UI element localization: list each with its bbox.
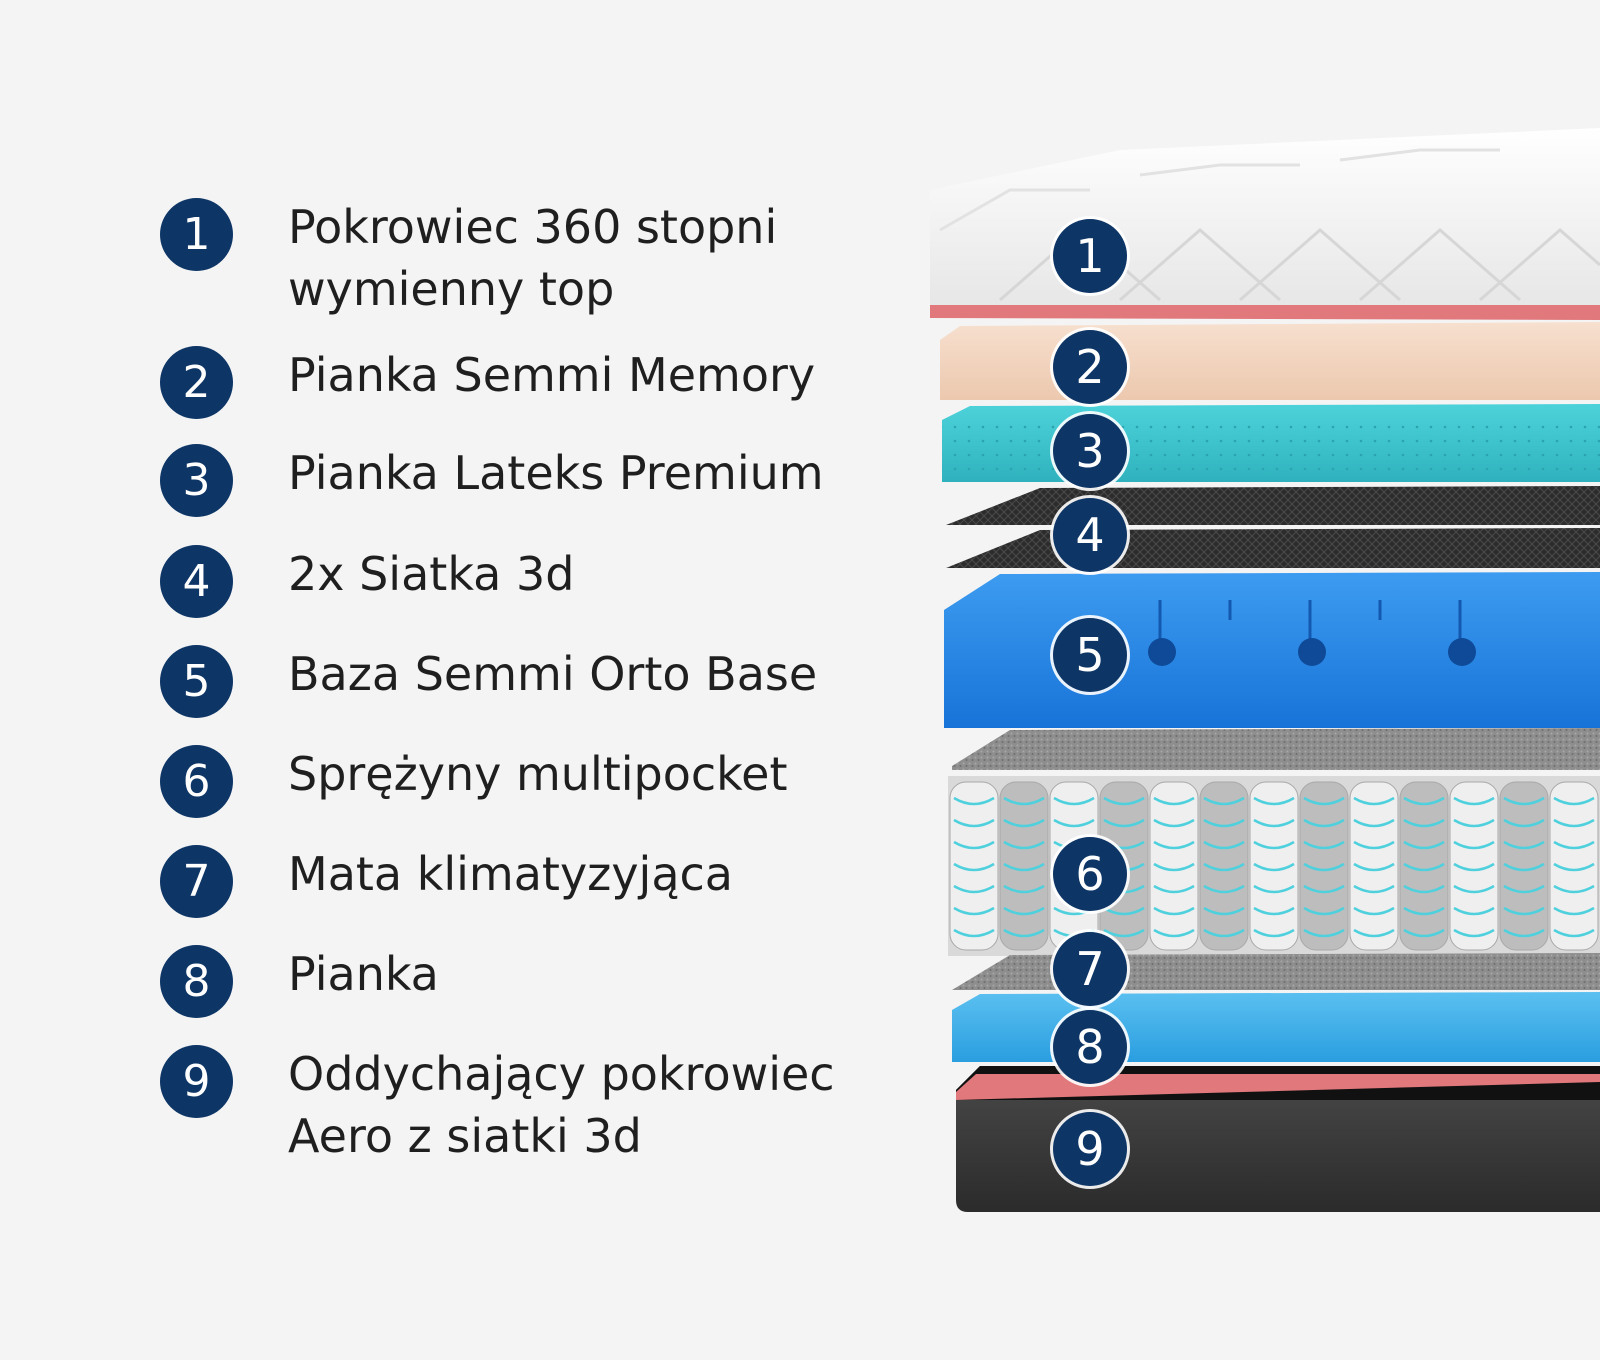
legend-label-line: Sprężyny multipocket bbox=[288, 747, 788, 801]
layer-8-foam bbox=[952, 992, 1600, 1062]
mattress-layers-illustration bbox=[930, 128, 1600, 1212]
legend-label: Pianka Lateks Premium bbox=[288, 442, 888, 504]
layer-4-mesh bbox=[946, 486, 1600, 568]
layer-9-bottom-cover bbox=[956, 1066, 1600, 1212]
layer-legend: 1 Pokrowiec 360 stopni wymienny top 2 Pi… bbox=[160, 196, 888, 1167]
spring-coil bbox=[1203, 796, 1245, 938]
layer-2-memory-foam bbox=[940, 322, 1600, 400]
legend-label: Pokrowiec 360 stopni wymienny top bbox=[288, 196, 888, 320]
legend-label: Mata klimatyzyjąca bbox=[288, 843, 888, 905]
legend-label-line: Pianka Lateks Premium bbox=[288, 446, 824, 500]
mattress-cross-section: 1 2 3 4 5 6 7 8 9 bbox=[920, 0, 1600, 1360]
layer-marker-9: 9 bbox=[1053, 1112, 1127, 1186]
number-badge: 2 bbox=[160, 346, 233, 419]
number-badge: 3 bbox=[160, 444, 233, 517]
legend-label-line: 2x Siatka 3d bbox=[288, 547, 575, 601]
spring-coil bbox=[953, 796, 995, 938]
spring-coil bbox=[1353, 796, 1395, 938]
layer-marker-4: 4 bbox=[1053, 498, 1127, 572]
spring-coil bbox=[1553, 796, 1595, 938]
number-badge: 6 bbox=[160, 745, 233, 818]
number-badge: 1 bbox=[160, 198, 233, 271]
layer-marker-3: 3 bbox=[1053, 414, 1127, 488]
legend-label-line: Aero z siatki 3d bbox=[288, 1109, 642, 1163]
layer-5-orto-base bbox=[944, 572, 1600, 728]
legend-label: Sprężyny multipocket bbox=[288, 743, 888, 805]
legend-label: Oddychający pokrowiec Aero z siatki 3d bbox=[288, 1043, 888, 1167]
spring-coil bbox=[1403, 796, 1445, 938]
spring-coil bbox=[1453, 796, 1495, 938]
layer-marker-8: 8 bbox=[1053, 1010, 1127, 1084]
legend-label-line: Pokrowiec 360 stopni bbox=[288, 200, 778, 254]
spring-coil bbox=[1303, 796, 1345, 938]
legend-label-line: Pianka bbox=[288, 947, 439, 1001]
legend-label-line: Mata klimatyzyjąca bbox=[288, 847, 733, 901]
number-badge: 9 bbox=[160, 1045, 233, 1118]
layer-marker-7: 7 bbox=[1053, 932, 1127, 1006]
legend-label-line: wymienny top bbox=[288, 262, 615, 316]
spring-coil bbox=[1253, 796, 1295, 938]
legend-label: Pianka bbox=[288, 943, 888, 1005]
spring-coil bbox=[1503, 796, 1545, 938]
legend-label: Pianka Semmi Memory bbox=[288, 344, 888, 406]
layer-marker-2: 2 bbox=[1053, 330, 1127, 404]
layer-6-springs bbox=[948, 728, 1600, 956]
legend-label: Baza Semmi Orto Base bbox=[288, 643, 888, 705]
layer-marker-6: 6 bbox=[1053, 837, 1127, 911]
number-badge: 8 bbox=[160, 945, 233, 1018]
layer-marker-5: 5 bbox=[1053, 618, 1127, 692]
legend-label-line: Pianka Semmi Memory bbox=[288, 348, 816, 402]
spring-coil bbox=[1003, 796, 1045, 938]
layer-3-latex bbox=[942, 404, 1600, 482]
spring-coil bbox=[1153, 796, 1195, 938]
number-badge: 7 bbox=[160, 845, 233, 918]
number-badge: 4 bbox=[160, 545, 233, 618]
number-badge: 5 bbox=[160, 645, 233, 718]
layer-marker-1: 1 bbox=[1053, 219, 1127, 293]
legend-label-line: Baza Semmi Orto Base bbox=[288, 647, 818, 701]
legend-label-line: Oddychający pokrowiec bbox=[288, 1047, 835, 1101]
legend-label: 2x Siatka 3d bbox=[288, 543, 888, 605]
layer-7-climate-mat bbox=[952, 953, 1600, 990]
layer-1-cover bbox=[930, 128, 1600, 320]
